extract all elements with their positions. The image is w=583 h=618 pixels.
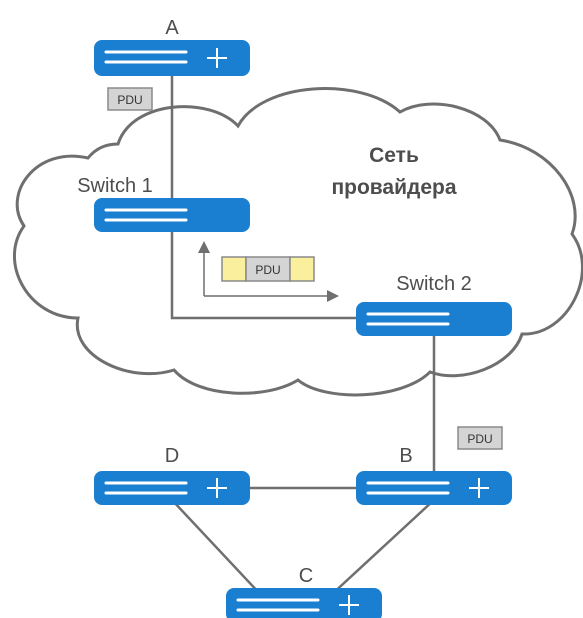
device-b[interactable] [356,471,512,505]
switch-bars-icon [104,481,188,495]
label-switch-1: Switch 1 [77,175,153,197]
link-d-c [171,499,263,597]
pdu-label: PDU [117,93,142,107]
direction-arrows-icon [198,241,339,302]
pdu-packet-tagged: PDU [221,256,315,282]
cloud-label-line1: Сеть [369,144,419,167]
label-a: A [165,17,179,39]
router-arrows-icon [207,48,227,68]
switch-bars-icon [366,481,450,495]
pdu-label: PDU [467,432,492,446]
switch-1[interactable] [94,198,250,232]
router-arrows-icon [469,478,489,498]
switch-bars-icon [366,312,450,326]
label-b: B [399,445,412,467]
provider-cloud [13,87,583,397]
label-c: C [299,565,313,587]
switch-bars-icon [236,598,320,612]
switch-2[interactable] [356,302,512,336]
pdu-packet-b: PDU [457,426,503,450]
router-arrows-icon [207,478,227,498]
links [170,70,436,597]
link-b-c [329,499,435,597]
switch-bars-icon [104,208,188,222]
label-d: D [165,445,179,467]
device-c[interactable] [226,588,382,618]
switch-bars-icon [104,50,188,64]
pdu-packet-a: PDU [107,87,153,111]
device-a[interactable] [94,40,250,76]
label-switch-2: Switch 2 [396,273,472,295]
cloud-label-line2: провайдера [331,176,456,199]
link-a-switch1-switch2 [170,70,360,320]
pdu-label: PDU [255,263,280,277]
router-arrows-icon [339,595,359,615]
device-d[interactable] [94,471,250,505]
